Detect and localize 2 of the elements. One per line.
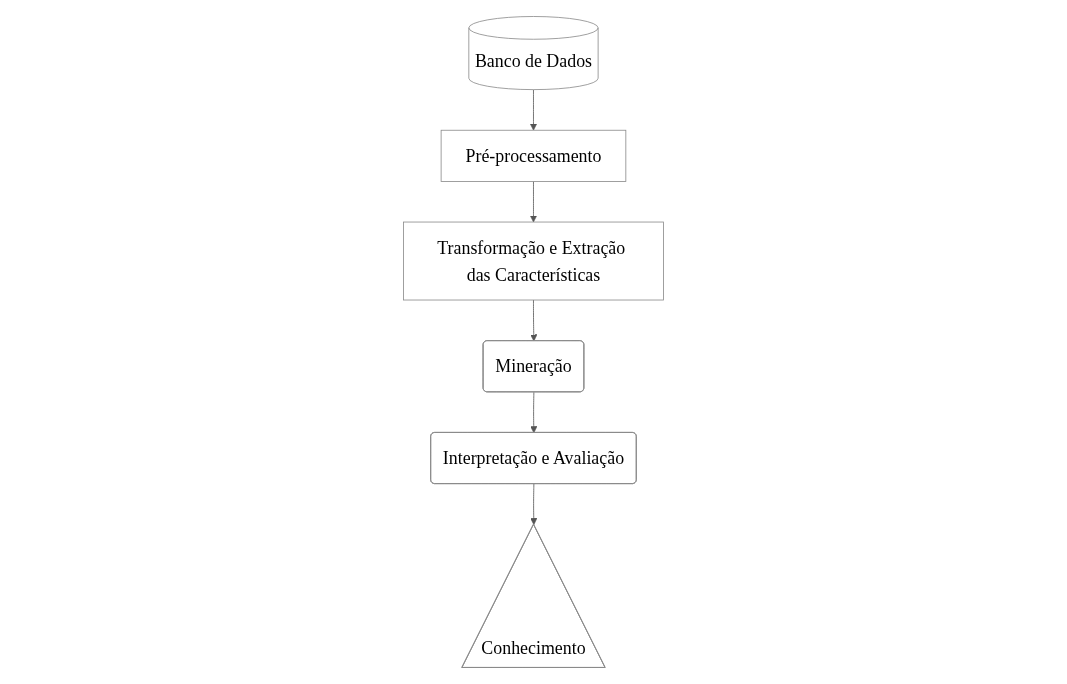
node-box: Pré-processamento (440, 129, 627, 182)
node-box: Transformação e Extração das Características (403, 221, 664, 301)
